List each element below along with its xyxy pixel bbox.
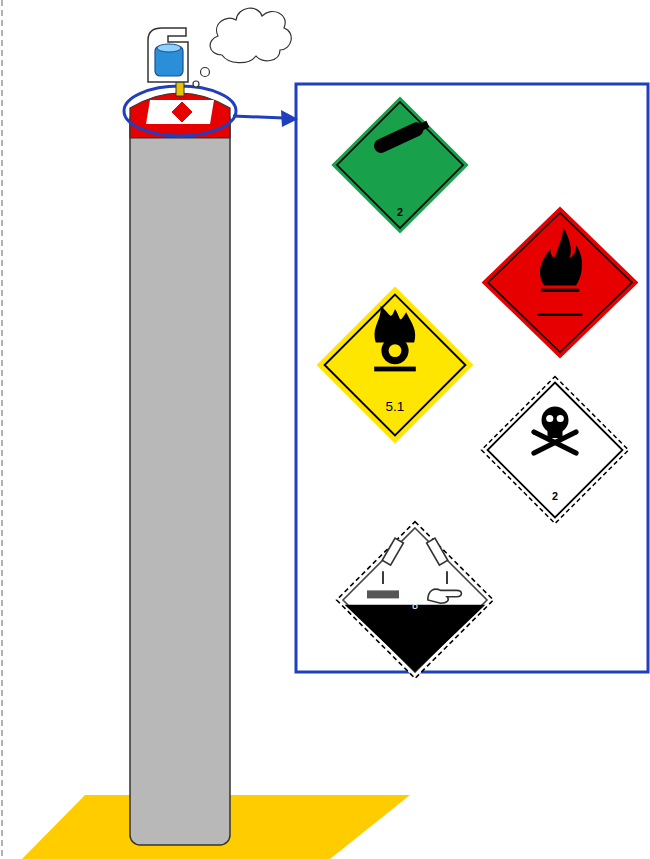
thought-dot <box>193 81 199 87</box>
hazard-diamond: 8 <box>335 520 495 680</box>
class-number: 8 <box>335 600 495 611</box>
diamond-symbol <box>315 285 475 445</box>
dashed-edge <box>1 0 3 859</box>
class-number: 2 <box>480 491 630 502</box>
pointer-arrow <box>233 116 284 118</box>
class-number: 5.1 <box>315 400 475 414</box>
thought-dot <box>201 68 210 77</box>
diamond-symbol <box>480 375 630 525</box>
flammable-diamond <box>482 207 639 359</box>
class-number: 2 <box>330 207 470 218</box>
gas-cylinder <box>130 110 230 845</box>
hazard-diamond: 2 <box>330 95 470 235</box>
gauge-top <box>157 44 181 52</box>
label-diamond <box>171 101 193 123</box>
hazard-diamond: 2 <box>480 375 630 525</box>
shoulder-label <box>146 100 214 124</box>
valve-body <box>148 28 188 82</box>
hazard-diamond: 5.1 <box>315 285 475 445</box>
thought-bubble <box>210 8 291 63</box>
